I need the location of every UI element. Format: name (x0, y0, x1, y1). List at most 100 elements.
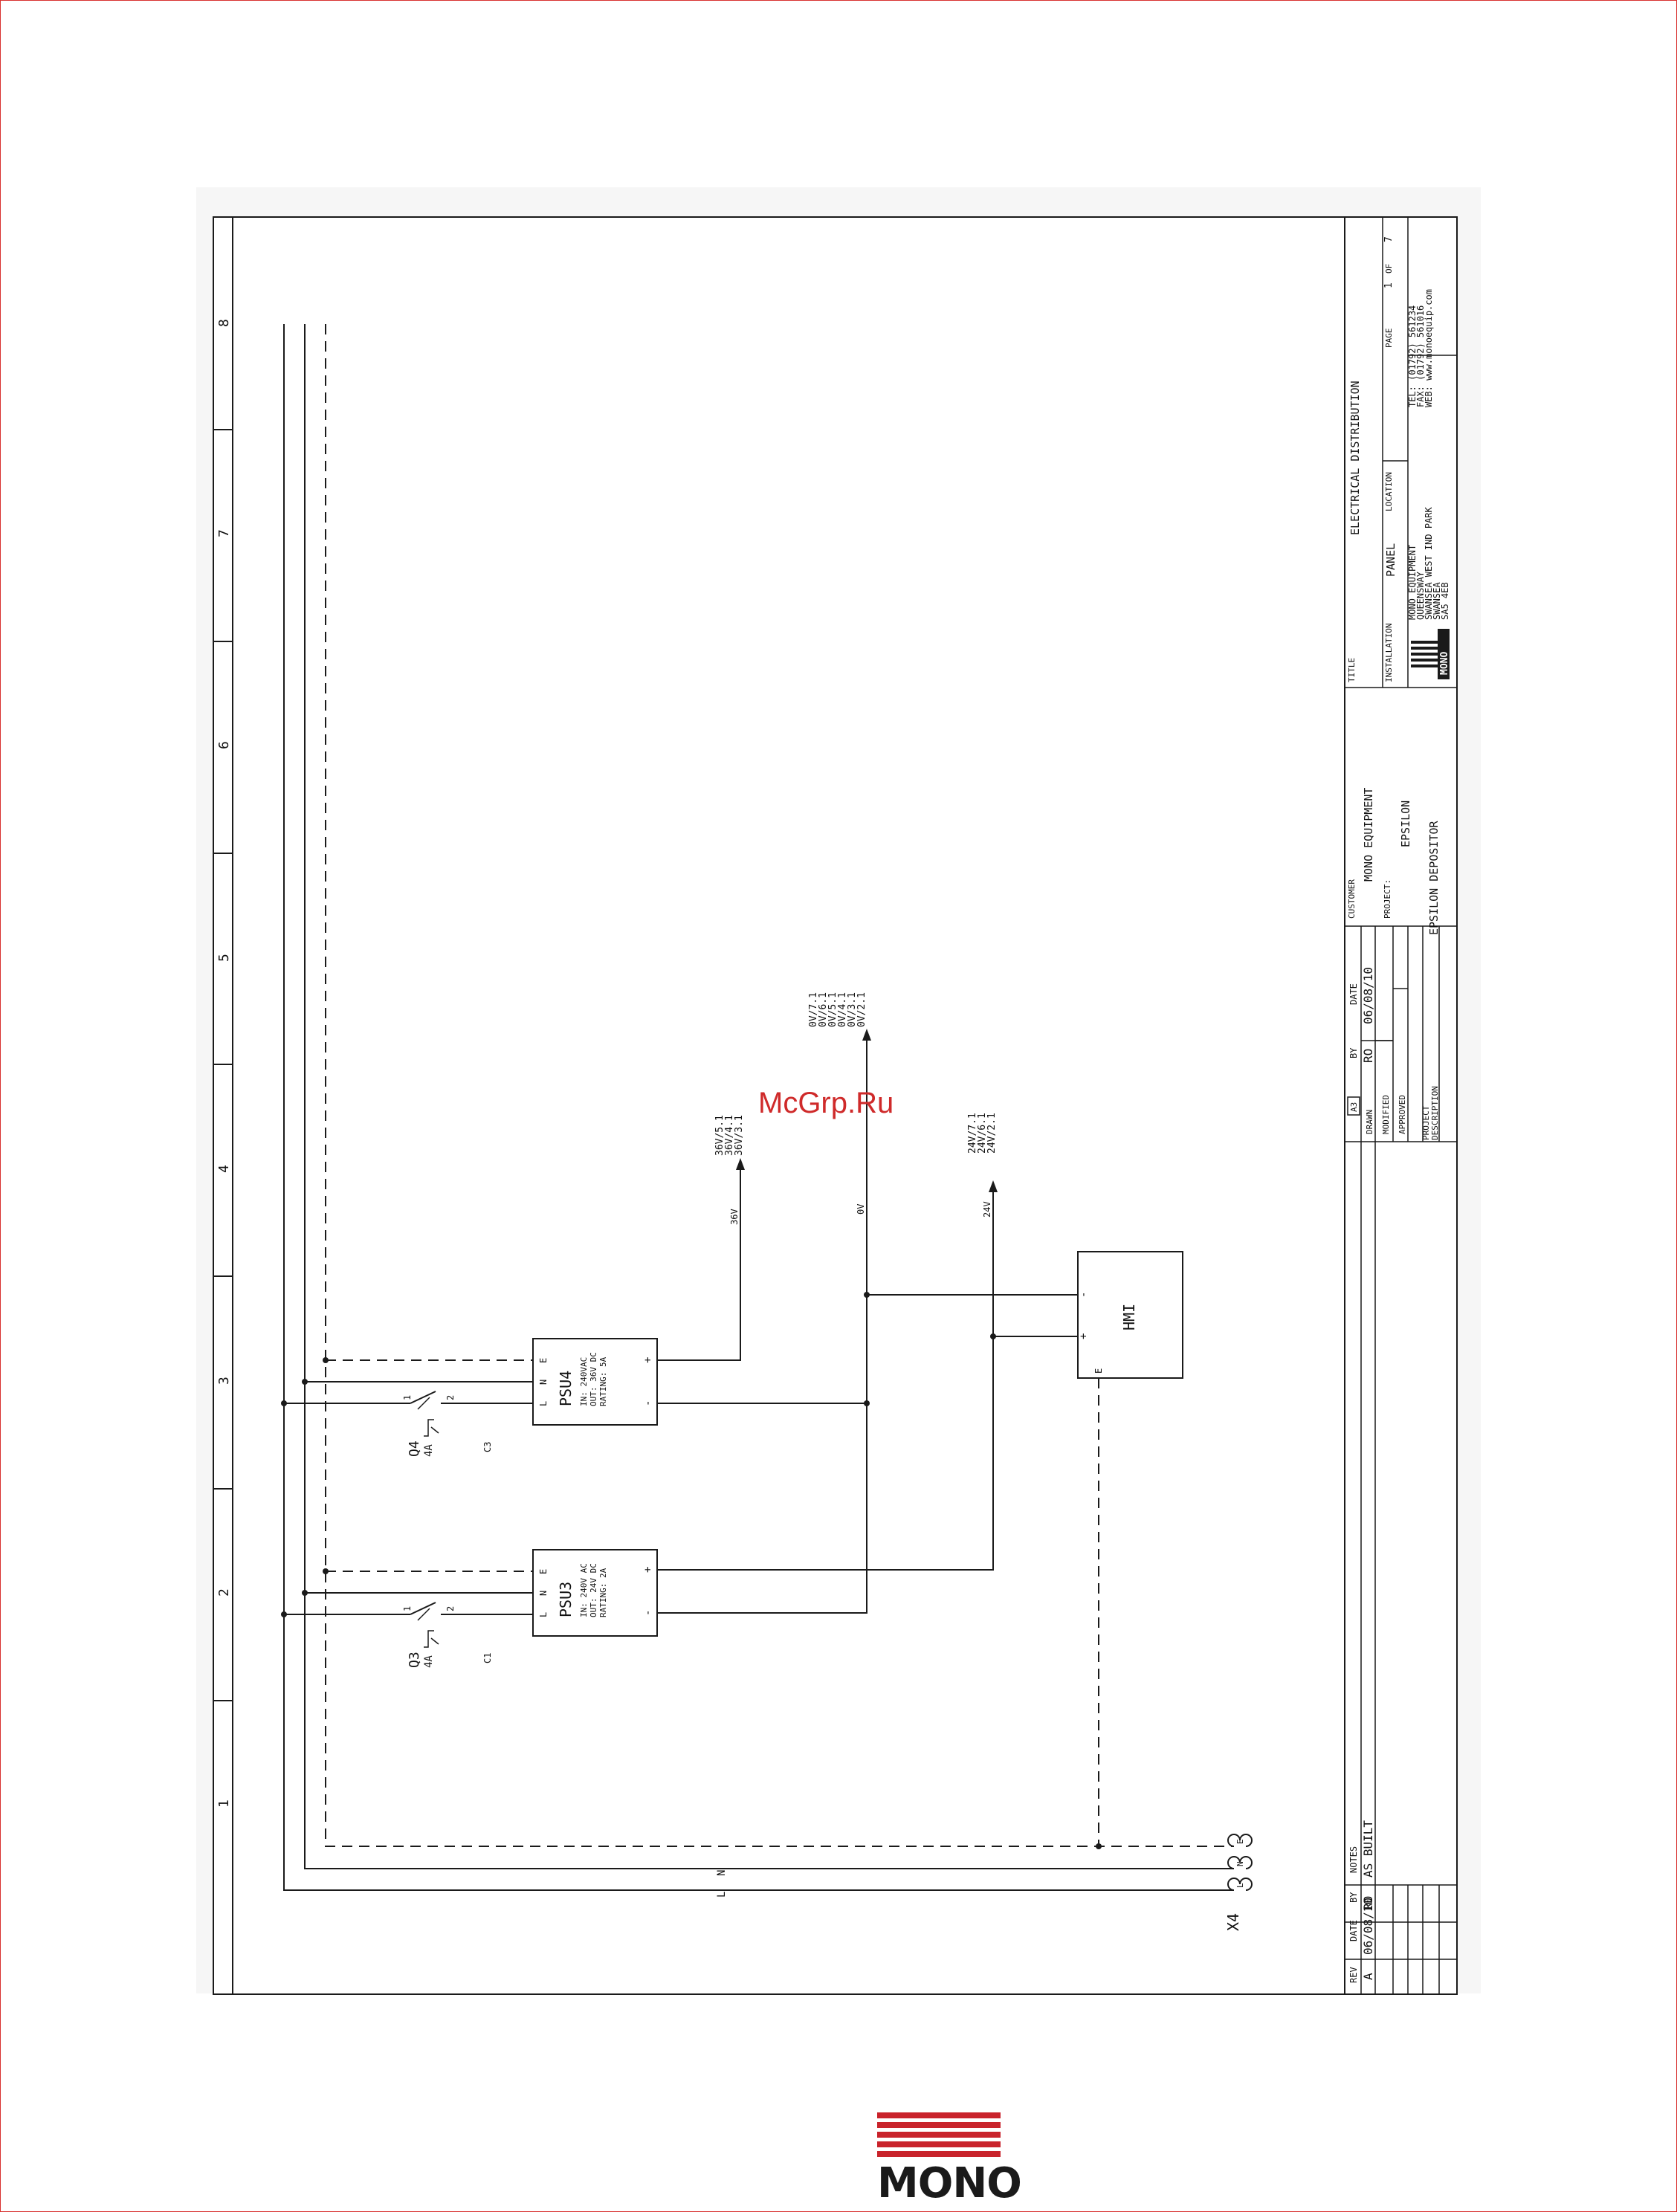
x4-pin-e: E (1235, 1839, 1245, 1844)
cross-ref-24v: 24V/7.1 (967, 1113, 978, 1154)
wire-label-24v: 24V (982, 1201, 992, 1217)
customer-label: CUSTOMER (1347, 879, 1357, 919)
date-column-header: DATE (1348, 983, 1359, 1005)
column-label: 8 (216, 319, 232, 327)
psu4-spec: IN: 240VAC (579, 1357, 589, 1406)
contact-line: WEB: www.monoequip.com (1424, 289, 1434, 407)
page-label: PAGE (1384, 329, 1394, 349)
hmi-box (1077, 1251, 1183, 1379)
title-label: TITLE (1347, 658, 1357, 682)
psu3-wiring (284, 1041, 994, 1621)
psu4-name: PSU4 (557, 1371, 575, 1406)
q3-breaker-symbol (424, 1630, 439, 1648)
psu4-spec: OUT: 36V DC (589, 1352, 598, 1406)
project-label: PROJECT: (1383, 879, 1392, 919)
psu3-terminal-minus: - (642, 1610, 654, 1616)
column-label: 5 (216, 954, 232, 962)
drawn-date: 06/08/10 (1361, 967, 1375, 1024)
cross-ref-24v: 24V/2.1 (986, 1113, 998, 1154)
page-total: 7 (1383, 236, 1395, 242)
address-line: SWANSEA (1432, 582, 1442, 620)
rev-date-value: 06/08/10 (1361, 1898, 1375, 1955)
x4-pin-l: L (1235, 1883, 1245, 1888)
psu3-spec: IN: 240V AC (579, 1563, 589, 1617)
psu3-name: PSU3 (557, 1582, 575, 1617)
by-header: BY (1348, 1892, 1359, 1903)
arrow-24v (989, 1180, 998, 1192)
column-label: 3 (216, 1377, 232, 1385)
psu4-box (532, 1338, 658, 1426)
neutral-wire-label: N (716, 1870, 728, 1876)
cross-ref-24v: 24V/6.1 (977, 1113, 988, 1154)
q3-pin-1: 1 (402, 1606, 413, 1611)
q3-ref: C1 (482, 1653, 493, 1663)
contact-line: TEL: (01792) 561234 (1407, 305, 1418, 407)
psu4-spec: RATING: 5A (598, 1356, 608, 1406)
modified-label: MODIFIED (1381, 1095, 1391, 1134)
x4-label: X4 (1224, 1913, 1242, 1931)
potential-arrows (736, 1029, 998, 1192)
page-number: 1 (1383, 282, 1395, 288)
cross-ref-36v: 36V/3.1 (734, 1115, 745, 1156)
psu3-spec: RATING: 2A (598, 1568, 608, 1617)
psu4-wiring (284, 1168, 867, 1410)
psu3-box (532, 1549, 658, 1637)
supply-busbars (283, 324, 1234, 1891)
title-block-grid (1344, 216, 1458, 1995)
x4-pin-n: N (1235, 1861, 1245, 1866)
q4-ref: C3 (482, 1442, 493, 1452)
q4-rating: 4A (423, 1444, 435, 1457)
cross-ref-0v: 0V/2.1 (856, 992, 867, 1027)
page-of: OF (1384, 264, 1394, 274)
hmi-terminal-e: E (1093, 1368, 1104, 1374)
project-description-label: PROJECT (1421, 1105, 1431, 1140)
address-line: SA5 4EB (1440, 582, 1450, 620)
cross-ref-36v: 36V/5.1 (714, 1115, 726, 1156)
hmi-name: HMI (1120, 1304, 1138, 1330)
drawn-label: DRAWN (1365, 1110, 1374, 1134)
q4-label: Q4 (407, 1440, 422, 1457)
q3-label: Q3 (407, 1652, 422, 1668)
earth-bus (325, 324, 1234, 1847)
date-header: DATE (1348, 1920, 1359, 1941)
sheet-size: A3 (1349, 1102, 1359, 1112)
x4-terminal (1227, 1834, 1253, 1891)
address-line: SWANSEA WEST IND PARK (1424, 507, 1434, 620)
watermark: McGrp.Ru (758, 1087, 894, 1119)
description-value: EPSILON DEPOSITOR (1427, 821, 1441, 935)
rev-header: REV (1348, 1967, 1359, 1983)
footer-logo-stripes (877, 2112, 1001, 2158)
title-block-logo-text: MONO (1439, 652, 1450, 675)
approved-label: APPROVED (1398, 1095, 1407, 1134)
installation-label: INSTALLATION (1384, 624, 1394, 682)
cross-ref-36v: 36V/4.1 (724, 1115, 735, 1156)
project-description-label: DESCRIPTION (1430, 1086, 1440, 1140)
wire-label-36v: 36V (729, 1209, 740, 1225)
cross-ref-0v: 0V/6.1 (818, 992, 829, 1027)
q4-breaker-symbol (424, 1419, 439, 1437)
location-label: LOCATION (1384, 472, 1394, 511)
cross-ref-0v: 0V/4.1 (837, 992, 848, 1027)
hmi-wiring (867, 1294, 1099, 1846)
cross-ref-0v: 0V/3.1 (847, 992, 858, 1027)
psu3-spec: OUT: 24V DC (589, 1563, 598, 1617)
arrow-0v (862, 1029, 871, 1041)
q3-rating: 4A (423, 1655, 435, 1668)
installation-value: PANEL (1384, 543, 1398, 577)
q4-pin-2: 2 (445, 1395, 456, 1400)
psu3-terminal-e: E (538, 1569, 549, 1574)
q3-pin-2: 2 (445, 1606, 456, 1611)
address-line: QUEENSWAY (1415, 571, 1426, 620)
column-label: 2 (216, 1588, 232, 1597)
line-bus (283, 324, 1234, 1891)
psu4-terminal-e: E (538, 1358, 549, 1363)
psu4-terminal-n: N (538, 1380, 549, 1385)
line-wire-label: L (716, 1892, 728, 1898)
column-label: 7 (216, 529, 232, 537)
footer-logo: MONO (877, 2112, 1022, 2209)
customer-value: MONO EQUIPMENT (1362, 788, 1375, 882)
column-label: 6 (216, 741, 232, 749)
psu4-terminal-minus: - (642, 1400, 654, 1406)
psu3-terminal-plus: + (642, 1567, 654, 1573)
